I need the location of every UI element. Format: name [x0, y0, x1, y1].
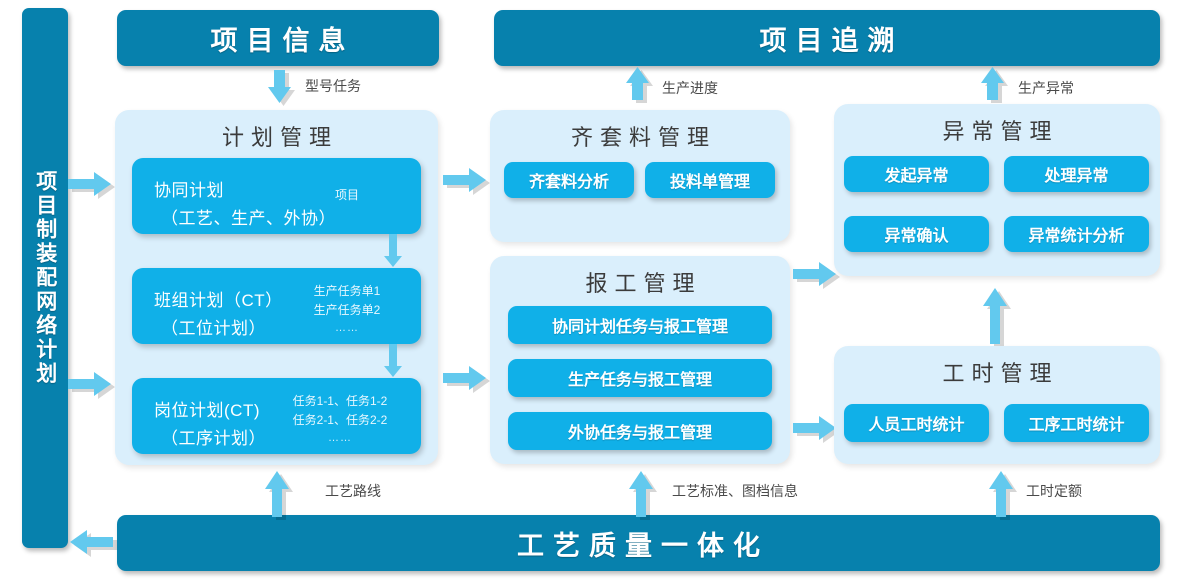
arrow-right-to-plan-top — [68, 168, 115, 202]
panel-exception-management: 异常管理 发起异常 处理异常 异常确认 异常统计分析 — [834, 104, 1160, 276]
plan-box-collaborative[interactable]: 协同计划 （工艺、生产、外协） 项目 — [132, 158, 421, 234]
chip-feeding-list-management-label: 投料单管理 — [669, 174, 750, 191]
plan-box-team-side-2: …… — [335, 322, 359, 335]
arrow-up-process-standard-doc — [625, 470, 657, 520]
chip-exception-statistics[interactable]: 异常统计分析 — [1004, 216, 1149, 252]
chip-confirm-exception[interactable]: 异常确认 — [844, 216, 989, 252]
arrow-up-production-progress — [622, 66, 653, 104]
plan-box-collaborative-side: 项目 — [287, 186, 407, 205]
plan-box-team-side-0: 生产任务单1 — [313, 284, 381, 298]
label-manhour-quota: 工时定额 — [1026, 483, 1082, 499]
arrow-up-production-exception — [977, 66, 1008, 104]
label-process-standard-doc: 工艺标准、图档信息 — [672, 483, 798, 499]
left-vertical-bar[interactable]: 项目制装配网络计划 — [22, 8, 68, 548]
chip-outsourcing-task-report[interactable]: 外协任务与报工管理 — [508, 412, 772, 450]
plan-box-collaborative-line2: （工艺、生产、外协） — [161, 209, 336, 228]
left-vertical-bar-label: 项目制装配网络计划 — [33, 170, 57, 386]
chip-confirm-exception-label: 异常确认 — [884, 228, 949, 245]
panel-report-management-title: 报工管理 — [585, 271, 702, 296]
arrow-right-report-to-manhour — [793, 412, 840, 446]
plan-box-station[interactable]: 岗位计划(CT) （工序计划） 任务1-1、任务1-2 任务2-1、任务2-2 … — [132, 378, 421, 454]
plan-box-station-side: 任务1-1、任务1-2 任务2-1、任务2-2 …… — [265, 392, 415, 448]
plan-box-station-line2: （工序计划） — [161, 429, 266, 448]
footer-process-quality-integration-label: 工艺质量一体化 — [517, 530, 769, 561]
arrow-down-plan-1 — [382, 234, 404, 268]
panel-report-management: 报工管理 协同计划任务与报工管理 生产任务与报工管理 外协任务与报工管理 — [490, 256, 790, 464]
header-project-trace-label: 项目追溯 — [759, 25, 904, 56]
chip-raise-exception[interactable]: 发起异常 — [844, 156, 989, 192]
chip-material-analysis-label: 齐套料分析 — [528, 174, 609, 191]
arrow-right-plan-to-report — [443, 362, 490, 396]
plan-box-team-side-1: 生产任务单2 — [313, 303, 381, 318]
chip-collaborative-task-report-label: 协同计划任务与报工管理 — [551, 319, 728, 336]
panel-material-management-title: 齐套料管理 — [570, 125, 716, 150]
plan-box-station-side-1: 任务2-1、任务2-2 — [292, 413, 388, 428]
panel-plan-management: 计划管理 协同计划 （工艺、生产、外协） 项目 班组计划（CT） （工位计划） … — [115, 110, 438, 465]
label-production-exception: 生产异常 — [1018, 80, 1074, 96]
plan-box-collaborative-line1: 协同计划 — [154, 181, 224, 200]
chip-outsourcing-task-report-label: 外协任务与报工管理 — [567, 425, 712, 442]
plan-box-team-line2: （工位计划） — [161, 319, 266, 338]
chip-handle-exception[interactable]: 处理异常 — [1004, 156, 1149, 192]
panel-exception-management-title: 异常管理 — [942, 119, 1059, 144]
plan-box-team[interactable]: 班组计划（CT） （工位计划） 生产任务单1 生产任务单2 …… — [132, 268, 421, 344]
header-project-info[interactable]: 项目信息 — [117, 10, 439, 66]
plan-box-team-line1: 班组计划（CT） — [154, 291, 283, 310]
arrow-right-report-to-exception — [793, 258, 840, 292]
panel-plan-management-title: 计划管理 — [221, 125, 338, 150]
label-model-task: 型号任务 — [305, 78, 361, 94]
header-project-info-label: 项目信息 — [210, 25, 355, 56]
chip-raise-exception-label: 发起异常 — [884, 168, 949, 185]
plan-box-collaborative-side-0: 项目 — [334, 188, 359, 202]
chip-process-manhour-statistics[interactable]: 工序工时统计 — [1004, 404, 1149, 442]
label-production-progress: 生产进度 — [662, 80, 718, 96]
chip-collaborative-task-report[interactable]: 协同计划任务与报工管理 — [508, 306, 772, 344]
arrow-right-to-plan-bottom — [68, 368, 115, 402]
arrow-right-plan-to-material — [443, 164, 490, 198]
chip-material-analysis[interactable]: 齐套料分析 — [504, 162, 634, 198]
panel-manhour-management: 工时管理 人员工时统计 工序工时统计 — [834, 346, 1160, 464]
chip-handle-exception-label: 处理异常 — [1044, 168, 1109, 185]
plan-box-station-side-2: …… — [328, 432, 352, 445]
plan-box-team-side: 生产任务单1 生产任务单2 …… — [287, 282, 407, 338]
plan-box-station-side-0: 任务1-1、任务1-2 — [292, 394, 388, 408]
chip-staff-manhour-statistics[interactable]: 人员工时统计 — [844, 404, 989, 442]
arrow-up-process-route — [261, 470, 293, 520]
chip-exception-statistics-label: 异常统计分析 — [1028, 228, 1125, 245]
chip-production-task-report[interactable]: 生产任务与报工管理 — [508, 359, 772, 397]
chip-feeding-list-management[interactable]: 投料单管理 — [645, 162, 775, 198]
arrow-up-manhour-quota — [985, 470, 1017, 520]
arrow-up-manhour-to-exception — [979, 287, 1011, 347]
chip-process-manhour-statistics-label: 工序工时统计 — [1028, 417, 1125, 434]
footer-process-quality-integration[interactable]: 工艺质量一体化 — [117, 515, 1160, 571]
panel-manhour-management-title: 工时管理 — [942, 361, 1059, 386]
label-process-route: 工艺路线 — [325, 483, 381, 499]
arrow-left-footer-to-vertical-bar — [63, 526, 117, 560]
panel-material-management: 齐套料管理 齐套料分析 投料单管理 — [490, 110, 790, 242]
chip-staff-manhour-statistics-label: 人员工时统计 — [868, 417, 965, 434]
arrow-down-model-task — [264, 68, 295, 106]
header-project-trace[interactable]: 项目追溯 — [494, 10, 1160, 66]
arrow-down-plan-2 — [382, 344, 404, 378]
plan-box-station-line1: 岗位计划(CT) — [154, 401, 260, 420]
chip-production-task-report-label: 生产任务与报工管理 — [567, 372, 712, 389]
